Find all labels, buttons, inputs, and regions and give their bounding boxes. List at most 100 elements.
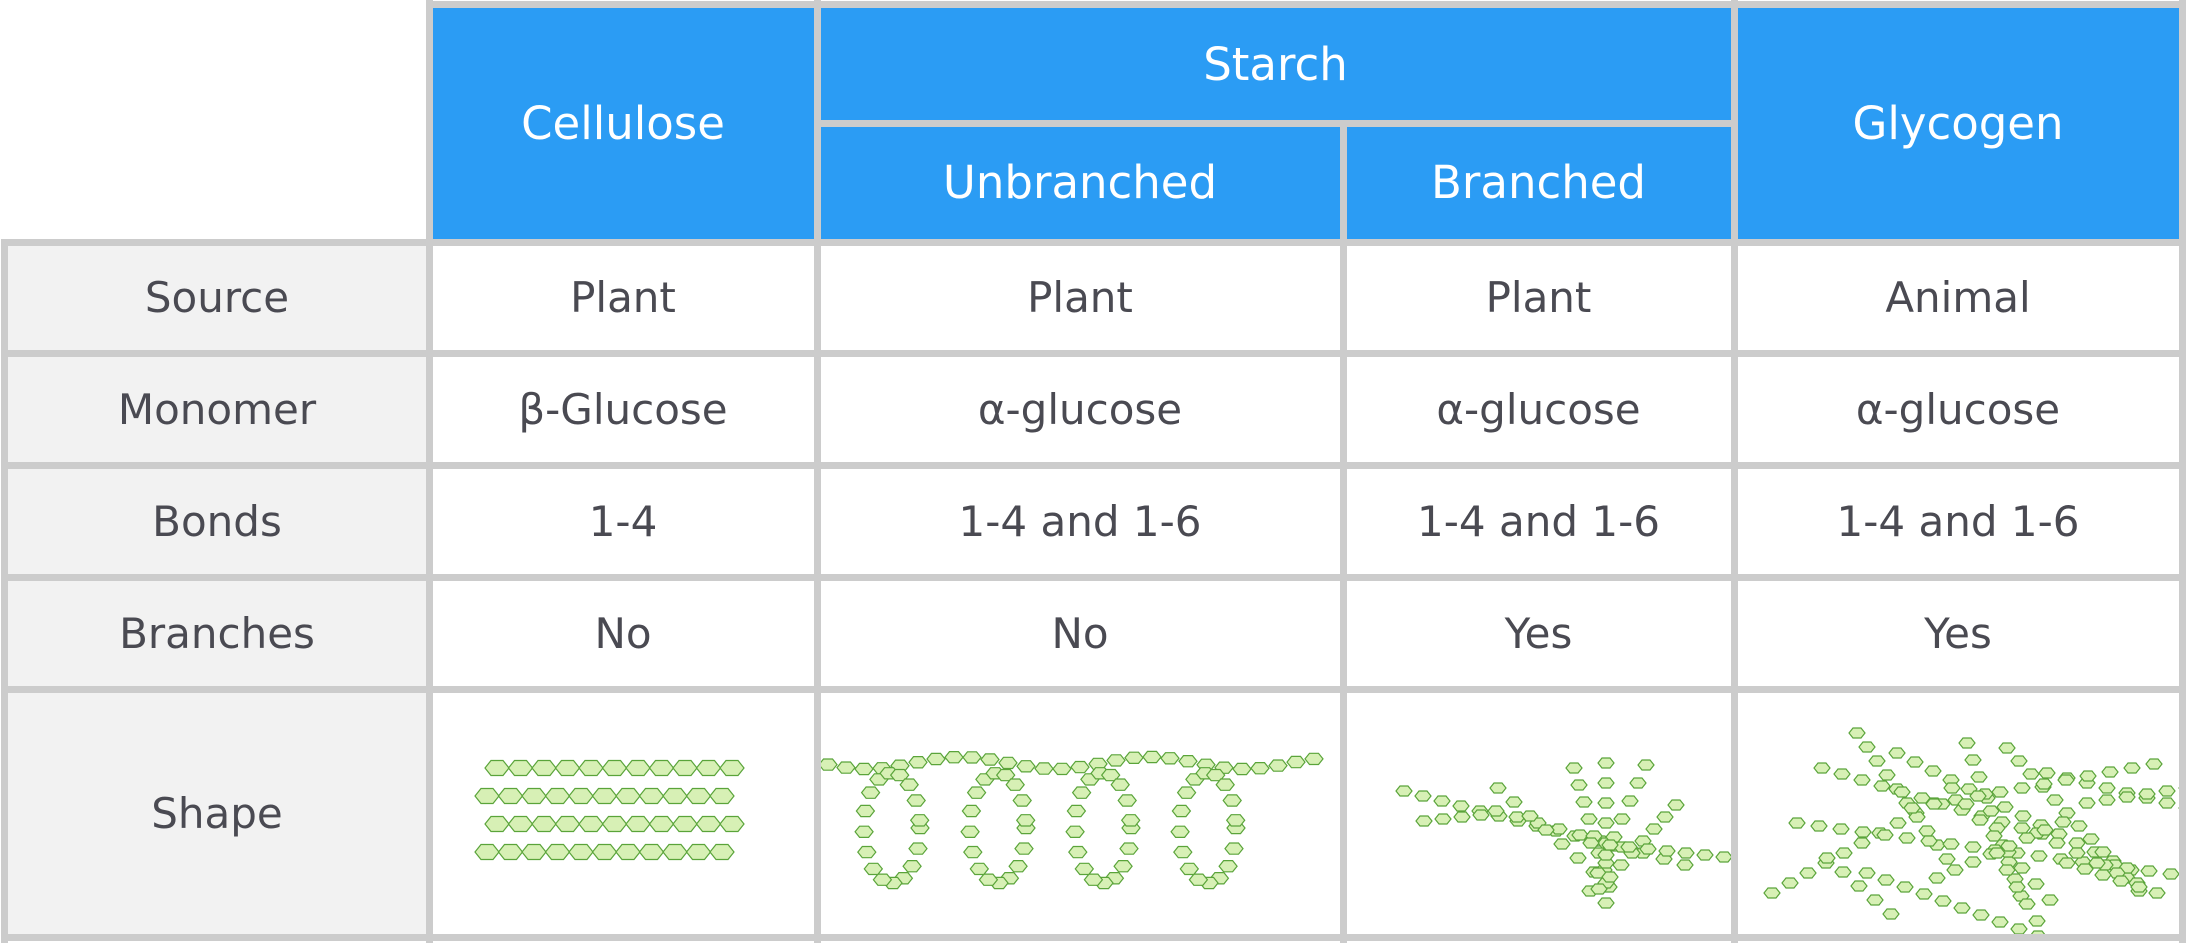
- grid-line: [426, 1, 2186, 8]
- glucose-unit: [601, 815, 628, 833]
- glucose-unit: [1991, 786, 2009, 798]
- glucose-unit: [1065, 825, 1085, 838]
- grid-line: [1, 934, 2186, 941]
- grid-line: [1, 574, 2186, 581]
- glucose-unit: [1858, 867, 1876, 879]
- cell-text: β-Glucose: [518, 385, 728, 434]
- glucose-unit: [1957, 798, 1975, 810]
- cell-text: 1-4 and 1-6: [1836, 497, 2080, 546]
- glucose-unit: [1124, 751, 1144, 765]
- glucose-unit: [544, 843, 571, 861]
- glucose-unit: [2118, 791, 2136, 803]
- glucose-unit: [1969, 790, 1987, 802]
- glucose-unit: [1876, 829, 1894, 841]
- glucose-unit: [2022, 768, 2040, 780]
- glucose-unit: [1850, 880, 1868, 892]
- glucose-unit: [2082, 833, 2100, 845]
- glucose-unit: [2014, 810, 2032, 822]
- glucose-unit: [1016, 760, 1036, 773]
- glucose-unit: [1582, 837, 1600, 849]
- glucose-unit: [474, 787, 500, 805]
- glucose-unit: [1913, 792, 1931, 804]
- glucose-unit: [1170, 825, 1190, 838]
- row-label-monomer: Monomer: [8, 357, 426, 462]
- header-starch-label: Starch: [1203, 37, 1348, 91]
- glucose-unit: [906, 794, 926, 807]
- glucose-unit: [2057, 774, 2075, 786]
- glucose-unit: [1985, 830, 2003, 842]
- row-label-text: Source: [144, 273, 290, 322]
- glucose-unit: [1938, 853, 1956, 865]
- glycogen-illustration: [1763, 727, 2179, 934]
- glucose-unit: [719, 759, 745, 777]
- unbranched-helix-illustration: [820, 750, 1324, 890]
- glucose-unit: [1034, 762, 1054, 775]
- glucose-unit: [962, 751, 982, 764]
- glucose-unit: [1106, 754, 1126, 767]
- glucose-unit: [1612, 859, 1630, 871]
- cell-monomer-glycogen: α-glucose: [1737, 357, 2179, 462]
- glucose-unit: [1472, 809, 1490, 821]
- glucose-unit: [2041, 894, 2059, 906]
- grid-line: [1340, 120, 1347, 943]
- glucose-unit: [2123, 762, 2141, 774]
- glucose-unit: [1537, 824, 1555, 836]
- glucose-unit: [554, 815, 581, 833]
- glucose-unit: [872, 873, 893, 886]
- glucose-unit: [1667, 799, 1685, 811]
- glucose-unit: [2068, 847, 2086, 859]
- cell-text: α-glucose: [1436, 385, 1641, 434]
- glucose-unit: [2079, 770, 2097, 782]
- glucose-unit: [601, 759, 628, 777]
- glucose-unit: [1178, 754, 1198, 768]
- glucose-unit: [1171, 804, 1192, 818]
- cell-text: Plant: [1027, 273, 1133, 322]
- cell-branches-cellulose: No: [432, 581, 814, 686]
- glucose-unit: [1781, 877, 1799, 889]
- glucose-unit: [1553, 838, 1571, 850]
- glucose-unit: [1763, 887, 1781, 899]
- glucose-unit: [1832, 823, 1850, 835]
- cell-source-glycogen: Animal: [1737, 245, 2179, 350]
- cell-text: Plant: [570, 273, 676, 322]
- glucose-unit: [648, 815, 675, 833]
- glucose-unit: [2058, 857, 2076, 869]
- glucose-unit: [1924, 765, 1942, 777]
- glucose-unit: [685, 843, 712, 861]
- glucose-unit: [1074, 862, 1095, 876]
- glucose-unit: [1858, 741, 1876, 753]
- glucose-unit: [1788, 817, 1806, 829]
- glucose-unit: [531, 815, 557, 833]
- glucose-unit: [1903, 802, 1921, 814]
- glucose-unit: [1878, 769, 1896, 781]
- glucose-unit: [978, 873, 999, 886]
- glucose-unit: [899, 778, 919, 791]
- cell-text: 1-4 and 1-6: [1417, 497, 1660, 546]
- glucose-unit: [1866, 894, 1884, 906]
- glucose-unit: [1971, 814, 1989, 826]
- glucose-unit: [1570, 779, 1588, 791]
- glucose-unit: [2098, 782, 2116, 794]
- glucose-unit: [857, 845, 877, 859]
- glucose-unit: [836, 761, 856, 774]
- glucose-unit: [625, 815, 651, 833]
- glucose-unit: [695, 759, 722, 777]
- cell-text: α-glucose: [1855, 385, 2061, 434]
- glucose-unit: [497, 843, 524, 861]
- row-label-branches: Branches: [8, 581, 426, 686]
- glucose-unit: [820, 758, 838, 771]
- glucose-unit: [1222, 794, 1242, 807]
- glucose-unit: [1569, 852, 1587, 864]
- cell-shape-unbranched: [820, 693, 1340, 934]
- glucose-unit: [1925, 798, 1943, 810]
- cell-branches-branched: Yes: [1346, 581, 1731, 686]
- glucose-unit: [1119, 842, 1139, 855]
- glucose-unit: [2070, 820, 2088, 832]
- glucose-unit: [1071, 786, 1092, 799]
- cell-text: 1-4: [588, 497, 658, 546]
- header-branched: Branched: [1346, 126, 1731, 239]
- cell-text: Animal: [1885, 273, 2031, 322]
- glucose-unit: [591, 843, 618, 861]
- glucose-unit: [1896, 881, 1914, 893]
- glucose-unit: [2162, 868, 2179, 880]
